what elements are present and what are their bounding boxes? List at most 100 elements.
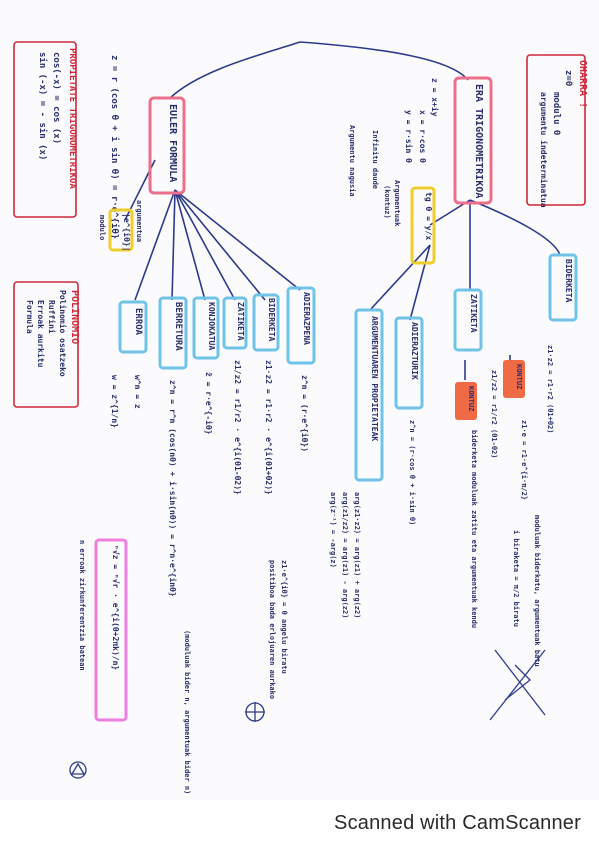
- argumentuak-label: Argumentuak: [393, 180, 401, 227]
- bider-formula: z1·z2 = r1·r2 · e^{i(θ1+θ2)}: [264, 360, 274, 495]
- konjokatua-frame: [192, 296, 220, 360]
- propietate-box: PROPIETATE TRIGONOMETRIKOA cos(-x) = cos…: [13, 41, 77, 218]
- ohartu-line2: modulu 0: [551, 92, 561, 135]
- biderketa-left-label: BIDERKETA: [267, 298, 276, 342]
- polinomio-title: POLINOMIO: [69, 290, 80, 344]
- propietate-title: PROPIETATE TRIGONOMETRIKOA: [67, 48, 77, 189]
- ohartu-box: OHARRA ! z=0 modulu 0 argumentu indeterm…: [526, 54, 588, 208]
- adierazturik-label: ADIERAZTURIK: [410, 322, 419, 380]
- berret-note: (moduluak bider n, argumentuak bider n): [183, 630, 191, 794]
- erroa-node: ERROA: [118, 300, 148, 354]
- bider-left-note: z1·e^{iθ} = θ angelu biratu: [280, 560, 288, 674]
- zatiketa-right-frame: [453, 288, 483, 352]
- eoie-note: i biraketa = π/2 biratu: [512, 530, 520, 627]
- connector-biderketa-left: [174, 189, 266, 301]
- biderketa-left-node: BIDERKETA: [252, 293, 280, 352]
- argumentu-nagusi-label: Argumentu nagusia: [348, 125, 356, 197]
- eiθ-node: |e^{iθ}|: [108, 208, 134, 252]
- era-node: ERA TRIGONOMETRIKOA: [453, 76, 493, 205]
- scanner-watermark: Scanned with CamScanner: [334, 812, 581, 834]
- zatiketa-left-node: ZATIKETA: [222, 296, 248, 350]
- ohartu-line1: z=0: [563, 70, 573, 86]
- erroa-note: n erroak zirkunferentzia batean: [78, 540, 86, 671]
- scanner-footer: Scanned with CamScanner: [0, 800, 599, 848]
- erroa-result: ⁿ√z = ⁿ√r · e^{i(θ+2πk)/n}: [94, 538, 128, 722]
- adierazturik-node: ADIERAZTURIK: [394, 316, 424, 410]
- biderketa-right-node: BIDERKETA: [548, 253, 578, 322]
- biderketa-left-frame: [252, 293, 280, 352]
- connector-euler: [169, 41, 301, 99]
- connector-zatiketa-left: [174, 189, 236, 301]
- konjokatua-node: KONJOKATUA: [192, 296, 220, 360]
- xrcos-text: x = r·cos θ: [418, 110, 427, 163]
- erroa-label: ERROA: [133, 308, 143, 336]
- kontuz-right-frame: [503, 360, 525, 398]
- kontuz-right-label: KONTUZ: [515, 364, 523, 389]
- argumentuaren-frame: [354, 308, 384, 482]
- zatik-right-note: biderketa moduluak zatitu eta argumentua…: [470, 430, 478, 628]
- connector-adierazpena: [174, 189, 301, 291]
- argumentuaren-node: ARGUMENTUAREN PROPIETATEAK: [354, 308, 384, 482]
- adierazpena-node: ADIERAZPENA: [286, 286, 316, 365]
- connector-erroa: [134, 189, 176, 301]
- eiθ-label: |e^{iθ}|: [122, 213, 132, 252]
- connector-berretura: [171, 189, 176, 301]
- axis-line-2: [494, 649, 546, 716]
- polinomio-line1: Polinomio osatzeko: [58, 290, 68, 377]
- euler-node: EULER FORMULA: [148, 96, 186, 195]
- circle-2: [69, 761, 87, 779]
- arg-prop3: arg(z⁻¹) = -arg(z): [329, 492, 337, 568]
- yrsin-text: y = r·sin θ: [404, 110, 414, 163]
- bider-right-note: moduluak biderkatu, argumentuak batu: [533, 515, 541, 667]
- kontuz-left-node: KONTUZ: [455, 382, 477, 420]
- connector-konjokatua: [174, 189, 206, 301]
- axis-line-1: [489, 649, 546, 721]
- propietate-frame: [13, 41, 77, 218]
- polinomio-frame: [13, 281, 79, 408]
- z-form-text: z = r (cos θ + i sin θ) = r·e^{iθ}: [109, 55, 120, 239]
- connector-era: [299, 41, 469, 81]
- circle-sketch-2: [69, 761, 87, 779]
- berret-formula: z^n = r^n (cos(nθ) + i·sin(nθ)) = r^n·e^…: [168, 380, 178, 597]
- euler-label: EULER FORMULA: [167, 104, 178, 182]
- era-frame: [453, 76, 493, 205]
- tan-node: tg θ = y/x: [410, 186, 436, 265]
- connector-adierazturik: [409, 244, 431, 321]
- kontuz-left-label: KONTUZ: [467, 386, 475, 411]
- polinomio-line2: Ruffini: [47, 300, 57, 334]
- berretura-frame: [158, 296, 188, 370]
- bider-left-note2: positiboa bada erlojuaren aurkako: [268, 560, 276, 699]
- polinomio-line4: Formula: [25, 300, 34, 334]
- arg-prop1: arg(z1·z2) = arg(z1) + arg(z2): [353, 492, 361, 618]
- zatik-right: z1/z2 = r1/r2 (θ1-θ2): [490, 370, 498, 459]
- ohartu-title: OHARRA !: [577, 60, 588, 108]
- modulo-label: modulo: [98, 215, 106, 240]
- scanned-sheet: OHARRA ! z=0 modulu 0 argumentu indeterm…: [13, 41, 588, 795]
- erroa-formula3: ⁿ√z = ⁿ√r · e^{i(θ+2πk)/n}: [111, 545, 121, 670]
- kontuz-right-node: KONTUZ: [503, 360, 525, 398]
- berretura-label: BERRETURA: [173, 302, 183, 351]
- bider-right: z1·z2 = r1·r2 (θ1+θ2): [546, 345, 554, 434]
- polinomio-line3: Erroak aurkitu: [36, 300, 46, 368]
- konjo-formula: z̄ = r·e^{-iθ}: [204, 372, 214, 435]
- erroa-frame: [118, 300, 148, 354]
- xyz-text: z = x+iy: [430, 78, 440, 117]
- circle-sketch-1: [245, 702, 265, 722]
- tan-label: tg θ = y/x: [424, 192, 433, 240]
- connectors: [124, 41, 561, 380]
- adierazpena-frame: [286, 286, 316, 365]
- zatiketa-right-node: ZATIKETA: [453, 288, 483, 352]
- mind-map: OHARRA ! z=0 modulu 0 argumentu indeterm…: [13, 41, 588, 794]
- bider-right-2: z1·e = r1·e^{i·π/2}: [520, 420, 528, 500]
- connector-argumentu: [369, 244, 431, 311]
- erroa-result-frame: [94, 538, 128, 722]
- arg-prop2: arg(z1/z2) = arg(z1) - arg(z2): [341, 492, 349, 618]
- polinomio-box: POLINOMIO Polinomio osatzeko Ruffini Err…: [13, 281, 80, 408]
- biderketa-right-frame: [548, 253, 578, 322]
- zatik-formula: z1/z2 = r1/r2 · e^{i(θ1-θ2)}: [233, 360, 243, 495]
- connector-biderketa-right: [469, 199, 561, 256]
- axis-arc: [504, 664, 531, 701]
- propietate-line2: sin (-x) = - sin (x): [37, 52, 48, 160]
- ohartu-line3: argumentu indeterminatua: [539, 92, 549, 208]
- zatiketa-right-label: ZATIKETA: [469, 294, 478, 333]
